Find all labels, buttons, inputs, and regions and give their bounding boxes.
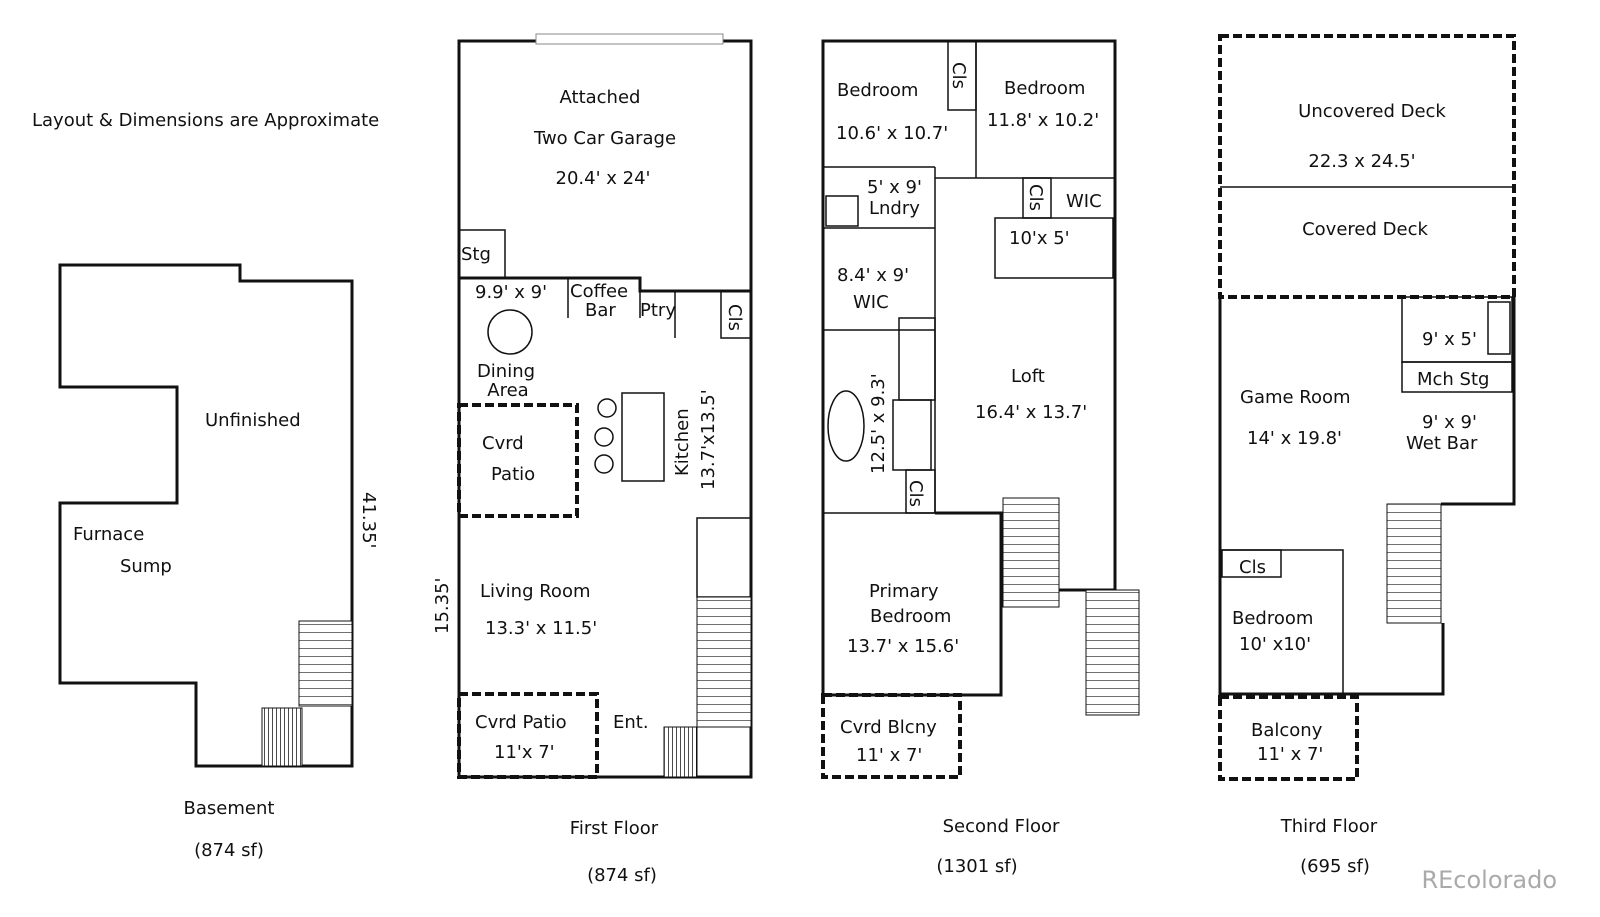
room-label: Loft [1011,366,1045,387]
deck [1218,34,1516,299]
kitchen-island [621,392,665,482]
dimension-label: 10.6' x 10.7' [836,123,948,144]
first-floor-plan: Attached Two Car Garage 20.4' x 24' Stg … [432,33,753,886]
approximate-note: Layout & Dimensions are Approximate [32,110,379,131]
floor-area: (874 sf) [587,865,657,886]
room-label: Kitchen [672,408,693,476]
dimension-label: 15.35' [432,578,453,634]
dimension-label: 11'x 7' [494,742,555,763]
dimension-label: 5' x 9' [867,177,922,198]
dimension-label: 14' x 19.8' [1247,428,1342,449]
room-label: Ent. [613,712,649,733]
room-label: Cvrd Blcny [840,717,937,738]
floor-area: (1301 sf) [936,856,1017,877]
room-label: Cls [724,304,745,331]
floor-title: Second Floor [943,816,1060,837]
dimension-label: 9' x 9' [1422,412,1477,433]
dimension-label: 11' x 7' [856,745,922,766]
room-label: Wet Bar [1406,433,1478,454]
floor-title: First Floor [570,818,659,839]
covered-patio [457,403,579,518]
second-floor-plan: Bedroom 10.6' x 10.7' Cls Bedroom 11.8' … [821,39,1140,877]
room-label: Bedroom [1004,78,1085,99]
dimension-label: 10' x10' [1239,634,1311,655]
basement-outline [58,263,354,768]
room-label: Furnace [73,524,144,545]
room-label: WIC [853,292,889,313]
floor-title: Basement [184,798,275,819]
third-floor-plan: Uncovered Deck 22.3 x 24.5' Covered Deck… [1218,34,1516,877]
room-label: Cls [905,480,926,507]
room-label: Area [487,380,528,401]
stairs [298,620,353,707]
room-label: Primary [869,581,939,602]
floor-title: Third Floor [1280,816,1378,837]
room-label: Bedroom [1232,608,1313,629]
dimension-label: 13.7'x13.5' [698,389,719,490]
watermark-logo: REcolorado [1421,866,1557,894]
covered-patio-front [457,692,599,779]
room-label: Uncovered Deck [1298,101,1446,122]
room-label: Cls [1025,184,1046,211]
room-label: Cvrd [482,433,524,454]
room-label: Balcony [1251,720,1323,741]
balcony [1218,695,1359,781]
basement-plan: Unfinished Furnace Sump 41.35' Basement … [58,263,379,861]
dimension-label: 10'x 5' [1009,228,1070,249]
dimension-label: 16.4' x 13.7' [975,402,1087,423]
room-label: Dining [477,361,535,382]
room-label: WIC [1066,191,1102,212]
room-label: Lndry [869,198,920,219]
room-label: Cls [948,62,969,89]
room-label: Living Room [480,581,591,602]
room-label: Game Room [1240,387,1351,408]
room-label: Stg [461,244,491,265]
dimension-label: 41.35' [358,492,379,548]
floor-area: (695 sf) [1300,856,1370,877]
dimension-label: 11.8' x 10.2' [987,110,1099,131]
room-label: Cls [1239,557,1266,578]
dimension-label: 9' x 5' [1422,329,1477,350]
room-label: Unfinished [205,410,301,431]
bathtub [827,390,865,462]
room-label: Mch Stg [1417,369,1489,390]
room-label: Sump [120,556,172,577]
room-label: Attached [560,87,641,108]
dimension-label: 9.9' x 9' [475,282,547,303]
dining-table [487,309,533,355]
room-label: Cvrd Patio [475,712,567,733]
room-label: Covered Deck [1302,219,1428,240]
garage-door [535,33,724,45]
room-label: Bedroom [870,606,951,627]
room-label: Bar [585,300,616,321]
stairs [261,707,303,767]
dimension-label: 20.4' x 24' [556,168,651,189]
room-label: Bedroom [837,80,918,101]
covered-balcony [821,693,962,779]
dimension-label: 13.7' x 15.6' [847,636,959,657]
floor-area: (874 sf) [194,840,264,861]
room-label: Coffee [570,281,628,302]
room-label: Patio [491,464,535,485]
dimension-label: 8.4' x 9' [837,265,909,286]
room-label: Ptry [640,300,676,321]
dimension-label: 11' x 7' [1257,744,1323,765]
dimension-label: 22.3 x 24.5' [1308,151,1415,172]
dimension-label: 12.5' x 9.3' [868,373,889,474]
dimension-label: 13.3' x 11.5' [485,618,597,639]
room-label: Two Car Garage [533,128,676,149]
